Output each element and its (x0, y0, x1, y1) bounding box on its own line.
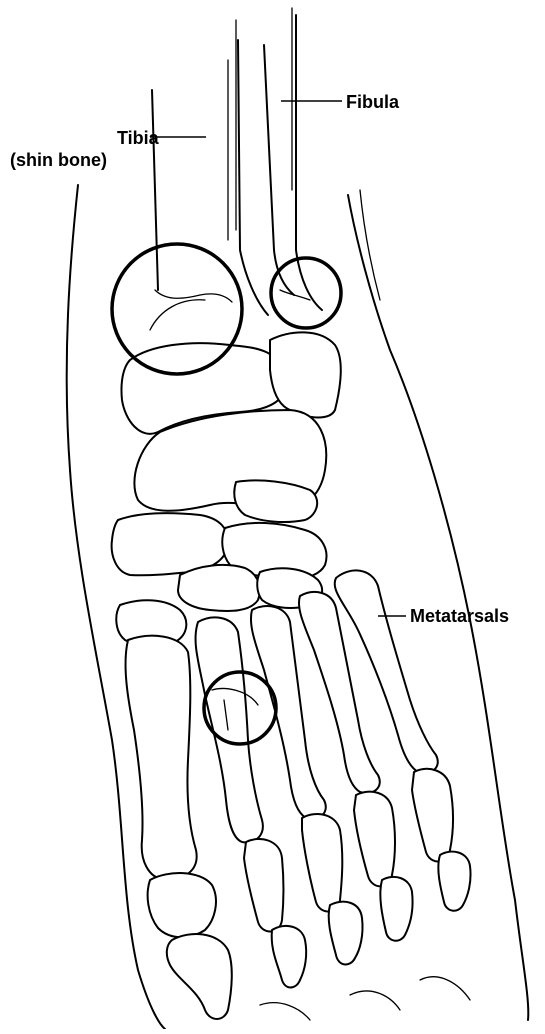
fibula-bone (264, 15, 322, 310)
fibula-highlight-circle (271, 258, 341, 328)
tibia-note-label: (shin bone) (10, 150, 107, 171)
fibula-label: Fibula (346, 92, 399, 113)
tibia-label: Tibia (117, 128, 159, 149)
metatarsals-label: Metatarsals (410, 606, 509, 627)
tibia-bone (152, 40, 268, 315)
